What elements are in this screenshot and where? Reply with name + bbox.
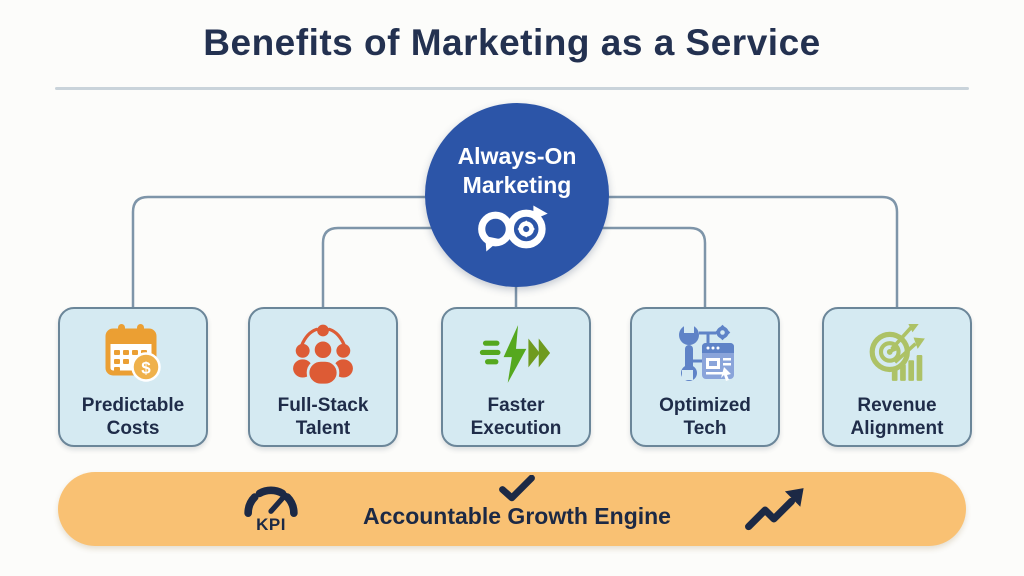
benefit-label: Full-Stack Talent <box>278 394 369 440</box>
wrench-settings-icon <box>679 323 734 381</box>
growth-arrow-icon <box>745 488 804 531</box>
banner-label: Accountable Growth Engine <box>363 503 671 529</box>
kpi-gauge-icon <box>244 486 298 517</box>
benefit-label: Revenue Alignment <box>851 394 944 440</box>
hub-circle: Always-On Marketing <box>425 103 609 287</box>
accountable-growth-banner: KPI Accountable Growth Engine <box>58 472 966 546</box>
benefit-label-line2: Execution <box>470 418 562 440</box>
benefit-label-line2: Talent <box>295 418 351 440</box>
benefit-card-full-stack-talent: Full-Stack Talent <box>248 307 398 447</box>
team-icon <box>293 324 353 385</box>
benefit-label: Faster Execution <box>471 394 562 440</box>
hub-label-line1: Always-On <box>457 142 577 169</box>
benefit-label-line1: Predictable <box>81 395 185 416</box>
benefit-card-faster-execution: Faster Execution <box>441 307 591 447</box>
calendar-dollar-icon: $ <box>105 324 161 382</box>
title-divider <box>55 87 969 90</box>
benefit-label: Predictable Costs <box>82 394 184 440</box>
benefit-label-line1: Faster <box>487 395 545 416</box>
benefit-card-revenue-alignment: Revenue Alignment <box>822 307 972 447</box>
target-growth-icon <box>869 324 925 381</box>
banner-center-group: Accountable Growth Engine <box>363 475 671 530</box>
benefit-card-predictable-costs: $ Predictable Costs <box>58 307 208 447</box>
kpi-label: KPI <box>256 515 286 534</box>
infinity-loop-gear-icon <box>478 205 548 252</box>
benefit-card-optimized-tech: Optimized Tech <box>630 307 780 447</box>
hub-label: Always-On Marketing <box>458 142 577 200</box>
speed-lightning-icon <box>479 325 551 383</box>
hub-label-line2: Marketing <box>462 171 572 198</box>
kpi-gauge-group: KPI <box>241 477 301 535</box>
benefit-label-line2: Tech <box>683 418 727 440</box>
benefit-label-line2: Alignment <box>850 418 944 440</box>
svg-text:$: $ <box>141 359 151 378</box>
benefit-label-line1: Optimized <box>659 395 751 416</box>
benefit-label-line1: Full-Stack <box>277 395 369 416</box>
benefit-label: Optimized Tech <box>659 394 751 440</box>
page-title: Benefits of Marketing as a Service <box>203 22 821 63</box>
checkmark-icon <box>499 475 535 502</box>
benefit-label-line2: Costs <box>106 418 160 440</box>
benefit-label-line1: Revenue <box>857 395 937 416</box>
